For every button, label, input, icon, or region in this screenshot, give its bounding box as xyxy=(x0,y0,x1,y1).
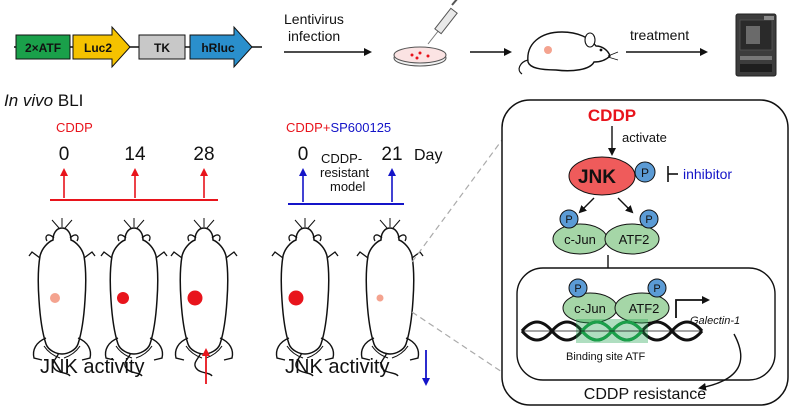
inhibitor-label: inhibitor xyxy=(683,166,732,182)
hrluc-label: hRluc xyxy=(201,41,235,55)
atf-element xyxy=(15,34,71,60)
atf2-node xyxy=(604,223,660,255)
jnk-node xyxy=(568,156,636,196)
day-label-0: 0 xyxy=(59,144,70,165)
mouse-side-icon xyxy=(518,31,619,75)
nuclear-atf2-node xyxy=(614,292,670,324)
hrluc-gene xyxy=(189,25,253,69)
activate-label: activate xyxy=(622,130,667,145)
day-label-28: 28 xyxy=(193,144,214,165)
cjun-phospho-label: P xyxy=(565,214,572,226)
transcription-start-arrow xyxy=(675,296,710,318)
nuclear-atf2-phospho xyxy=(647,278,667,298)
treatment-label: treatment xyxy=(630,27,689,43)
binding-site-label: Binding site ATF xyxy=(566,351,646,363)
day-label-end: 21 xyxy=(381,144,402,165)
nuclear-cjun-phospho xyxy=(568,278,588,298)
mouse-day-14 xyxy=(100,217,168,377)
day-label-14: 14 xyxy=(124,144,146,165)
jnk-label: JNK xyxy=(578,167,616,188)
tk-label: TK xyxy=(154,41,170,55)
luc2-label: Luc2 xyxy=(84,41,112,55)
mouse-day-28 xyxy=(170,217,238,377)
cddp-resistance-label: CDDP resistance xyxy=(584,386,707,403)
combo-drug-cddp: CDDP+ xyxy=(286,120,330,135)
cjun-phospho xyxy=(559,209,579,229)
pathway-cddp-label: CDDP xyxy=(588,106,636,125)
nuclear-cjun-label: c-Jun xyxy=(574,301,606,316)
day-label-start: 0 xyxy=(298,144,309,165)
mouse-day-0 xyxy=(28,217,96,377)
nuclear-cjun-phospho-label: P xyxy=(574,283,581,295)
mouse-combo-day-21 xyxy=(356,217,424,377)
pathway-panel: CDDP activate JNK P inhibitor c-Jun ATF2… xyxy=(501,99,789,406)
imaging-system-icon xyxy=(735,13,777,77)
atf2-label: ATF2 xyxy=(619,232,650,247)
atf2-phospho xyxy=(639,209,659,229)
resistance-arrow xyxy=(698,333,742,391)
model-label-line1: CDDP- xyxy=(321,151,362,166)
tumor-signal-mid xyxy=(117,292,129,304)
galectin-gene-label: Galectin-1 xyxy=(690,315,740,327)
zoom-line-top xyxy=(411,139,503,263)
nuclear-atf2-phospho-label: P xyxy=(653,283,660,295)
dna-helix xyxy=(520,319,704,343)
combo-drug-label: CDDP+SP600125 xyxy=(286,120,391,135)
infection-label-line2: infection xyxy=(288,28,340,44)
syringe-icon xyxy=(427,0,458,45)
tumor-signal-high xyxy=(288,290,304,306)
jnk-activity-right-label: JNK activity xyxy=(285,356,389,378)
tumor-signal-high xyxy=(187,290,203,306)
reporter-construct: 2×ATF Luc2 TK hRluc xyxy=(14,25,262,69)
jnk-activity-left-label: JNK activity xyxy=(40,356,144,378)
nuclear-atf2-label: ATF2 xyxy=(629,301,660,316)
zoom-line-bottom xyxy=(411,311,503,373)
bli-title-rest: BLI xyxy=(53,91,83,110)
tumor-signal-reduced xyxy=(376,294,384,302)
infection-label-line1: Lentivirus xyxy=(284,11,344,27)
workflow: Lentivirus infection treatment xyxy=(284,0,777,77)
culture-dish-icon xyxy=(393,46,447,67)
cjun-label: c-Jun xyxy=(564,232,596,247)
model-label-line3: model xyxy=(330,179,366,194)
luc2-gene xyxy=(72,25,131,69)
bli-title-italic: In vivo xyxy=(4,91,53,110)
cddp-timeline: CDDP 0 14 28 xyxy=(50,120,218,201)
atf2-phospho-label: P xyxy=(645,214,652,226)
jnk-phospho-label: P xyxy=(641,166,649,180)
day-unit-label: Day xyxy=(414,147,442,164)
tk-promoter xyxy=(138,34,186,60)
jnk-phospho xyxy=(634,161,656,183)
model-label-line2: resistant xyxy=(320,165,370,180)
combo-drug-inhibitor: SP600125 xyxy=(330,120,391,135)
cddp-drug-label: CDDP xyxy=(56,120,93,135)
combo-timeline: CDDP+SP600125 0 21 Day CDDP- resistant m… xyxy=(286,120,442,205)
bli-title: In vivo BLI xyxy=(4,91,83,110)
atf-label: 2×ATF xyxy=(25,41,61,55)
mouse-combo-day-0 xyxy=(271,217,339,377)
tumor-signal-low xyxy=(50,293,60,303)
